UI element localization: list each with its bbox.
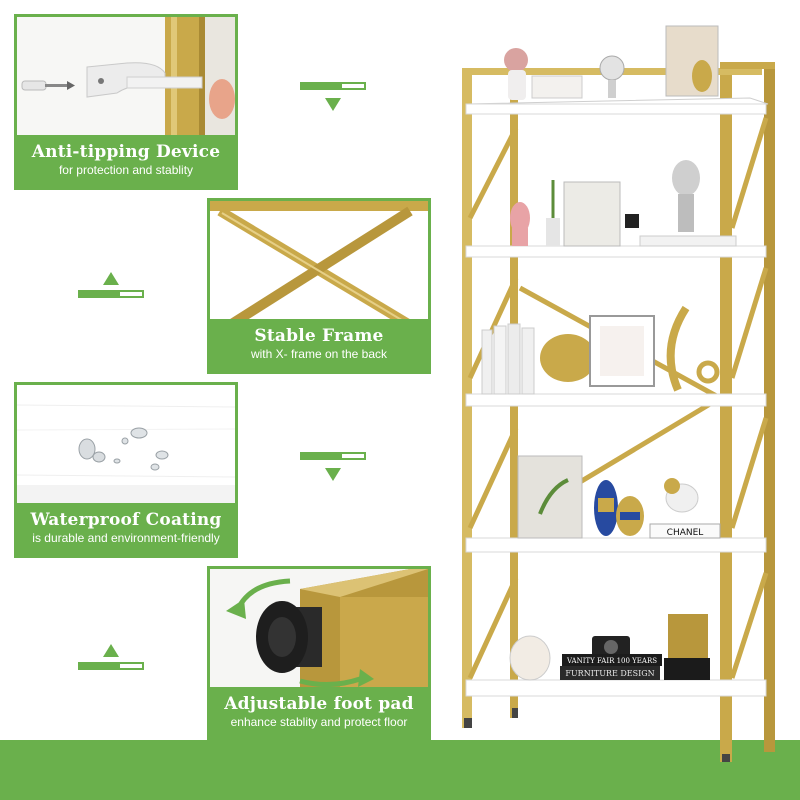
connector-arrow-up <box>78 272 144 304</box>
feature-panel-foot-pad: Adjustable foot pad enhance stablity and… <box>207 566 431 742</box>
feature-panel-stable-frame: Stable Frame with X- frame on the back <box>207 198 431 374</box>
arrow-up-icon <box>103 644 119 657</box>
green-floor-band <box>0 740 800 800</box>
feature-panel-anti-tipping: Anti-tipping Device for protection and s… <box>14 14 238 190</box>
feature-panel-waterproof: Waterproof Coating is durable and enviro… <box>14 382 238 558</box>
stable-frame-photo <box>210 201 428 319</box>
connector-bar <box>300 82 366 90</box>
connector-arrow-down <box>300 82 366 114</box>
anti-tip-strap-icon <box>17 17 235 135</box>
feature-subtitle: is durable and environment-friendly <box>32 531 220 545</box>
anti-tipping-photo <box>17 17 235 135</box>
feature-subtitle: with X- frame on the back <box>250 347 388 361</box>
feature-title: Waterproof Coating <box>30 510 222 530</box>
connector-arrow-down <box>300 452 366 484</box>
feature-title: Adjustable foot pad <box>224 694 414 714</box>
connector-bar <box>300 452 366 460</box>
x-frame-icon <box>210 201 428 319</box>
book-furniture-label: FURNITURE DESIGN <box>565 669 654 678</box>
book-brand-label: CHANEL <box>667 528 704 538</box>
feature-caption: Anti-tipping Device for protection and s… <box>17 135 235 187</box>
water-drops-icon <box>17 385 235 503</box>
connector-bar <box>78 662 144 670</box>
feature-caption: Waterproof Coating is durable and enviro… <box>17 503 235 555</box>
arrow-down-icon <box>325 468 341 481</box>
feature-caption: Stable Frame with X- frame on the back <box>210 319 428 371</box>
bookshelf-illustration: CHANEL VANITY FAIR 100 YEARS FURNITURE D… <box>450 18 790 768</box>
connector-bar <box>78 290 144 298</box>
book-vanity-label: VANITY FAIR 100 YEARS <box>566 657 657 665</box>
feature-title: Stable Frame <box>254 326 384 346</box>
arrow-down-icon <box>325 98 341 111</box>
feature-caption: Adjustable foot pad enhance stablity and… <box>210 687 428 739</box>
waterproof-photo <box>17 385 235 503</box>
arrow-up-icon <box>103 272 119 285</box>
foot-pad-icon <box>210 569 428 687</box>
feature-title: Anti-tipping Device <box>31 142 221 162</box>
feature-subtitle: enhance stablity and protect floor <box>230 715 408 729</box>
bookshelf-icon: CHANEL VANITY FAIR 100 YEARS FURNITURE D… <box>462 25 775 762</box>
foot-pad-photo <box>210 569 428 687</box>
connector-arrow-up <box>78 644 144 676</box>
feature-subtitle: for protection and stablity <box>58 163 194 177</box>
